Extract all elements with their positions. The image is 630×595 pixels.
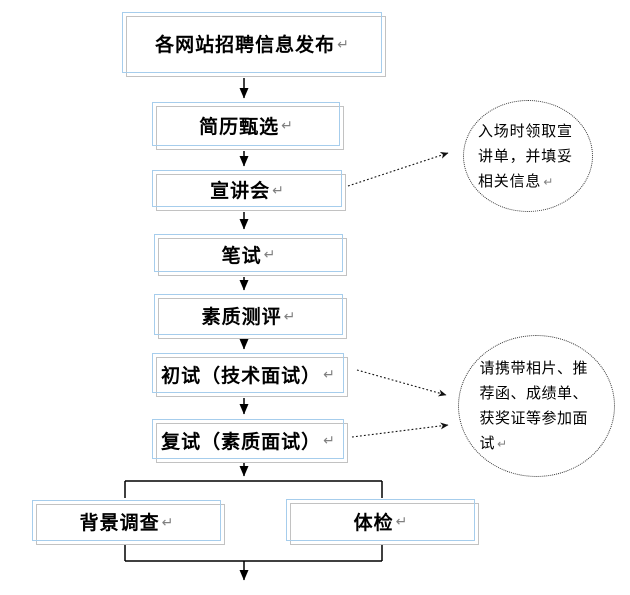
flow-node-written-test[interactable]: 笔试↵ [154, 234, 347, 276]
node-selection-border [152, 102, 340, 146]
flow-node-resume-screening[interactable]: 简历甄选↵ [152, 102, 344, 150]
node-selection-border [152, 353, 344, 393]
node-shadow-border [158, 298, 347, 339]
return-mark: ↵ [497, 437, 508, 451]
flow-node-background-check[interactable]: 背景调查↵ [32, 500, 225, 545]
return-mark: ↵ [272, 181, 284, 198]
node-label: 体检 [353, 512, 394, 534]
node-selection-border [152, 170, 342, 207]
callout-text: 入场时领取宣 讲单，并填妥 相关信息 [478, 122, 573, 190]
node-selection-border [152, 419, 344, 459]
flow-node-info-session[interactable]: 宣讲会↵ [152, 170, 346, 211]
node-selection-border [32, 500, 221, 541]
node-label: 复试（素质面试） [161, 431, 322, 453]
callout-text: 请携带相片、推 荐函、成绩单、 获奖证等参加面 试 [479, 360, 589, 452]
node-label: 素质测评 [201, 307, 282, 328]
node-shadow-border [156, 174, 346, 211]
node-shadow-border [156, 357, 348, 397]
node-label: 笔试 [221, 245, 262, 267]
callout-interview-materials-note[interactable]: 请携带相片、推 荐函、成绩单、 获奖证等参加面 试↵ [458, 335, 615, 477]
callout-entry-note[interactable]: 入场时领取宣 讲单，并填妥 相关信息↵ [463, 100, 593, 212]
return-mark: ↵ [161, 513, 174, 530]
return-mark: ↵ [323, 366, 335, 382]
return-mark: ↵ [337, 35, 349, 52]
return-mark: ↵ [395, 513, 408, 529]
return-mark: ↵ [281, 117, 293, 133]
node-shadow-border [158, 238, 347, 276]
flow-node-publish[interactable]: 各网站招聘信息发布↵ [122, 12, 386, 77]
return-mark: ↵ [323, 432, 335, 448]
flow-node-second-interview[interactable]: 复试（素质面试）↵ [152, 419, 348, 463]
node-label: 初试（技术面试） [161, 365, 322, 387]
node-shadow-border [36, 504, 225, 545]
dashed-connectors [347, 152, 449, 438]
node-label: 宣讲会 [210, 181, 271, 202]
node-shadow-border [290, 503, 479, 545]
flow-node-first-interview[interactable]: 初试（技术面试）↵ [152, 353, 348, 397]
node-label: 各网站招聘信息发布 [155, 35, 336, 56]
node-shadow-border [156, 423, 348, 463]
node-label: 背景调查 [79, 513, 160, 534]
return-mark: ↵ [283, 307, 296, 324]
node-selection-border [154, 294, 343, 335]
node-selection-border [154, 234, 343, 272]
node-label: 简历甄选 [199, 116, 280, 138]
return-mark: ↵ [263, 246, 276, 262]
flow-node-quality-assessment[interactable]: 素质测评↵ [154, 294, 347, 339]
node-shadow-border [126, 16, 386, 77]
node-selection-border [286, 499, 475, 541]
node-selection-border [122, 12, 382, 73]
flow-node-physical-exam[interactable]: 体检↵ [286, 499, 479, 545]
node-shadow-border [156, 106, 344, 150]
return-mark: ↵ [543, 174, 555, 189]
